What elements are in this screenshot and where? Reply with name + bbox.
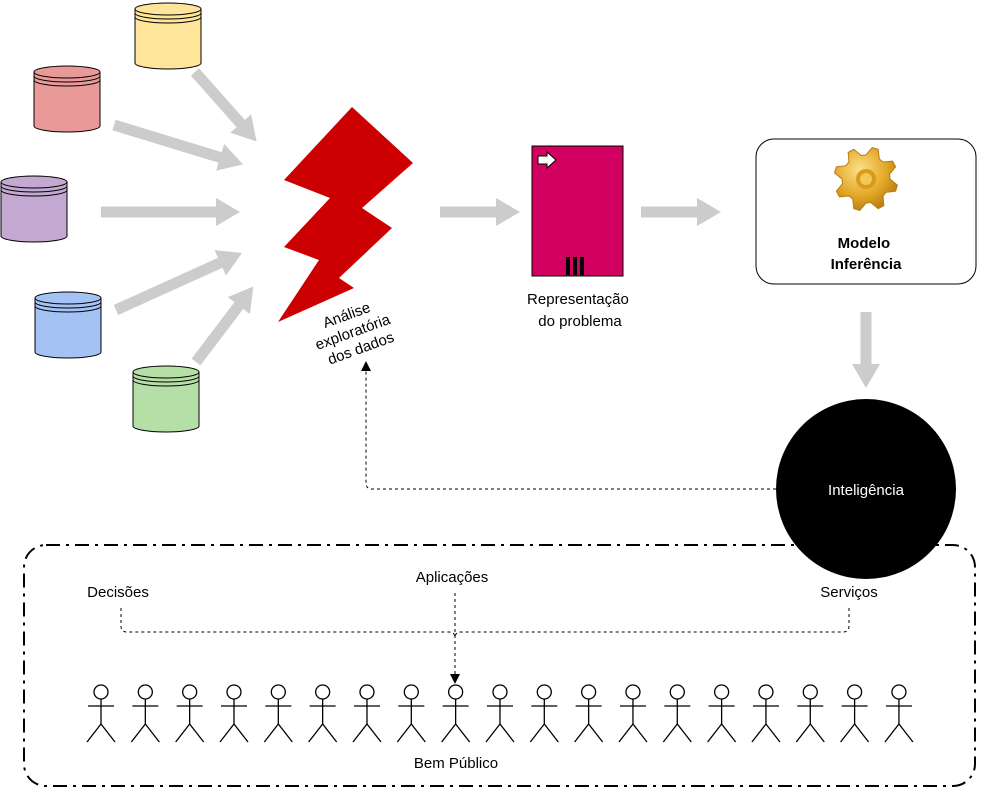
person-icon — [308, 684, 338, 743]
eda-label: Análise exploratória dos dados — [307, 293, 403, 371]
data-sources — [0, 2, 202, 433]
public-good-label: Bem Público — [414, 755, 498, 772]
arrow-right-icon — [536, 150, 558, 170]
model-label: Modelo Inferência — [831, 235, 903, 273]
arrow-db4 — [113, 250, 243, 316]
arrow-db5 — [191, 286, 254, 366]
feedback-connector — [361, 361, 776, 490]
person-icon — [795, 684, 825, 743]
database-icon — [34, 291, 102, 359]
intelligence-circle — [776, 399, 956, 579]
person-icon — [396, 684, 426, 743]
person-icon — [352, 684, 382, 743]
person-icon — [130, 684, 160, 743]
arrow-db2 — [112, 119, 244, 171]
person-icon — [175, 684, 205, 743]
person-icon — [707, 684, 737, 743]
person-icon — [263, 684, 293, 743]
source-arrows — [101, 68, 257, 366]
people-row — [86, 684, 914, 743]
person-icon — [529, 684, 559, 743]
person-icon — [86, 684, 116, 743]
arrow-db1 — [190, 68, 257, 142]
database-icon — [134, 2, 202, 70]
person-icon — [485, 684, 515, 743]
representation-label: Representação do problema — [527, 291, 633, 330]
intelligence-label: Inteligência — [828, 482, 905, 499]
applications-label: Aplicações — [416, 569, 489, 586]
database-icon — [0, 175, 68, 243]
lightning-bolt-icon — [278, 107, 413, 322]
person-icon — [574, 684, 604, 743]
gear-icon — [834, 147, 898, 211]
person-icon — [441, 684, 471, 743]
representation-block — [531, 145, 624, 277]
services-label: Serviços — [820, 584, 878, 601]
model-box — [755, 138, 977, 285]
public-good-container — [23, 544, 976, 787]
bars-icon — [566, 257, 584, 275]
database-icon — [33, 65, 101, 133]
person-icon — [751, 684, 781, 743]
decisions-label: Decisões — [87, 584, 149, 601]
outcome-connectors — [120, 593, 850, 684]
person-icon — [618, 684, 648, 743]
person-icon — [662, 684, 692, 743]
person-icon — [884, 684, 914, 743]
database-icon — [132, 365, 200, 433]
person-icon — [840, 684, 870, 743]
person-icon — [219, 684, 249, 743]
